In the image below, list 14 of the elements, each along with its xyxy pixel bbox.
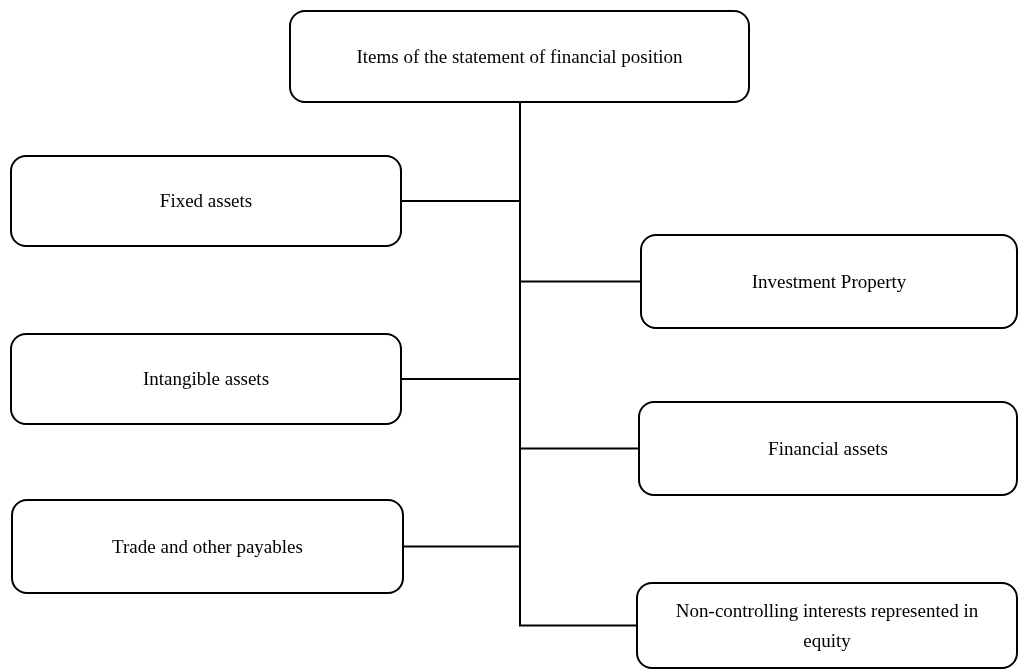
category-box — [636, 582, 1018, 669]
box-label: Fixed assets — [159, 189, 253, 214]
category-box — [289, 10, 750, 103]
category-box — [11, 499, 404, 594]
category-box — [638, 401, 1018, 496]
category-box — [10, 155, 402, 247]
box-label: Investment Property — [751, 269, 907, 294]
category-box — [640, 234, 1018, 329]
box-label: Non-controlling interests represented in equity — [674, 599, 980, 653]
category-box — [10, 333, 402, 425]
box-label: Intangible assets — [142, 367, 270, 392]
box-label: Financial assets — [768, 436, 888, 461]
box-label: Items of the statement of financial position — [356, 44, 683, 69]
box-label: Trade and other payables — [112, 534, 303, 559]
